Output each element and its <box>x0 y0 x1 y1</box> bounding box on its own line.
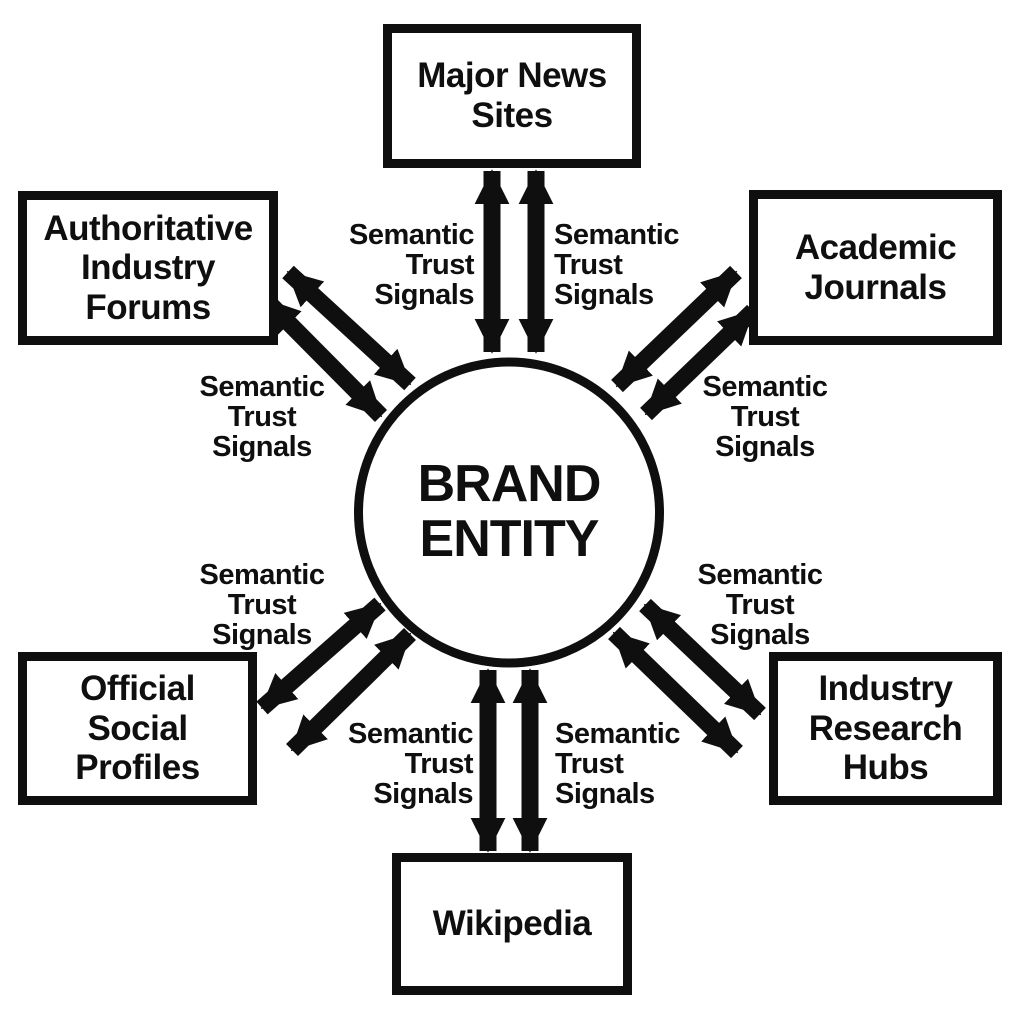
brand-entity-circle <box>354 357 664 668</box>
node-authoritative-industry-forums: Authoritative Industry Forums <box>18 191 278 345</box>
edge-label-major-news-right: Semantic Trust Signals <box>554 219 679 311</box>
arrow-brand-social-2 <box>286 627 416 757</box>
edge-label-wikipedia-right: Semantic Trust Signals <box>555 718 680 810</box>
arrow-brand-research-2 <box>608 626 743 759</box>
brand-entity-label: BRAND ENTITY <box>417 454 602 568</box>
node-academic-journals: Academic Journals <box>749 190 1002 345</box>
edge-label-forums: Semantic Trust Signals <box>199 371 325 463</box>
edge-label-research: Semantic Trust Signals <box>697 559 823 651</box>
node-industry-research-hubs: Industry Research Hubs <box>769 652 1002 805</box>
edge-label-major-news-left: Semantic Trust Signals <box>349 219 474 311</box>
edge-label-academic: Semantic Trust Signals <box>702 371 828 463</box>
arrow-brand-academic-2 <box>640 304 759 421</box>
node-wikipedia: Wikipedia <box>392 853 632 995</box>
node-official-social-profiles: Official Social Profiles <box>18 652 257 805</box>
edge-label-wikipedia-left: Semantic Trust Signals <box>348 718 473 810</box>
arrow-brand-forums-2 <box>259 294 388 422</box>
edge-label-social: Semantic Trust Signals <box>199 559 325 651</box>
node-major-news-sites: Major News Sites <box>383 24 641 168</box>
